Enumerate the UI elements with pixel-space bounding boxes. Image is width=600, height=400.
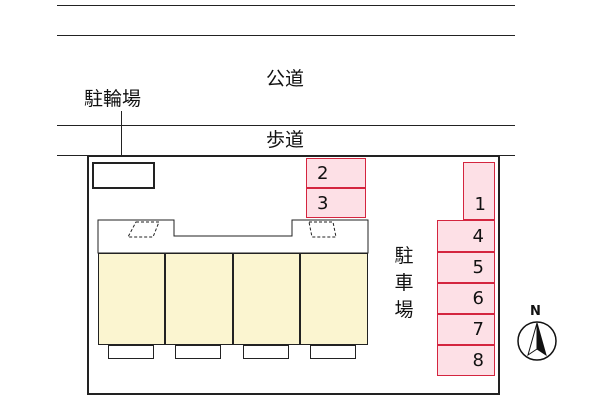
parking-space-3: 3 (306, 188, 366, 218)
bicycle-parking-area (92, 162, 155, 189)
apartment-unit-1 (98, 253, 165, 345)
parking-lot-char: 駐 (394, 245, 414, 267)
parking-lot-char: 場 (394, 299, 414, 321)
parking-space-number: 7 (472, 319, 484, 340)
balcony-2 (175, 345, 221, 359)
parking-lot-char: 車 (394, 272, 414, 294)
parking-space-6: 6 (437, 283, 495, 314)
apartment-unit-3 (233, 253, 300, 345)
parking-space-number: 2 (317, 162, 329, 184)
balcony-1 (108, 345, 154, 359)
parking-space-number: 5 (472, 257, 484, 278)
parking-space-number: 1 (474, 194, 486, 215)
road-top-line (57, 5, 515, 6)
parking-space-number: 4 (472, 225, 484, 247)
sidewalk-top-line (57, 125, 515, 126)
stair-right-icon (308, 221, 337, 238)
stair-left-icon (127, 221, 160, 238)
north-label: N (530, 304, 541, 319)
road-bottom-line (57, 35, 515, 36)
parking-space-2: 2 (306, 158, 366, 188)
parking-space-7: 7 (437, 314, 495, 345)
north-arrow-icon (517, 321, 557, 361)
parking-space-8: 8 (437, 345, 495, 376)
parking-lot-label: 駐 車 場 (393, 243, 415, 324)
bicycle-parking-leader-line (121, 111, 122, 174)
parking-space-number: 3 (317, 192, 329, 214)
sidewalk-label: 歩道 (266, 129, 305, 151)
parking-space-number: 6 (472, 288, 484, 309)
parking-space-5: 5 (437, 252, 495, 283)
parking-space-number: 8 (472, 350, 484, 371)
apartment-unit-2 (165, 253, 233, 345)
parking-space-1: 1 (463, 162, 495, 220)
public-road-label: 公道 (266, 68, 305, 90)
bicycle-parking-label: 駐輪場 (84, 88, 142, 110)
balcony-3 (243, 345, 289, 359)
balcony-4 (310, 345, 356, 359)
parking-space-4: 4 (437, 220, 495, 252)
apartment-unit-4 (300, 253, 368, 345)
